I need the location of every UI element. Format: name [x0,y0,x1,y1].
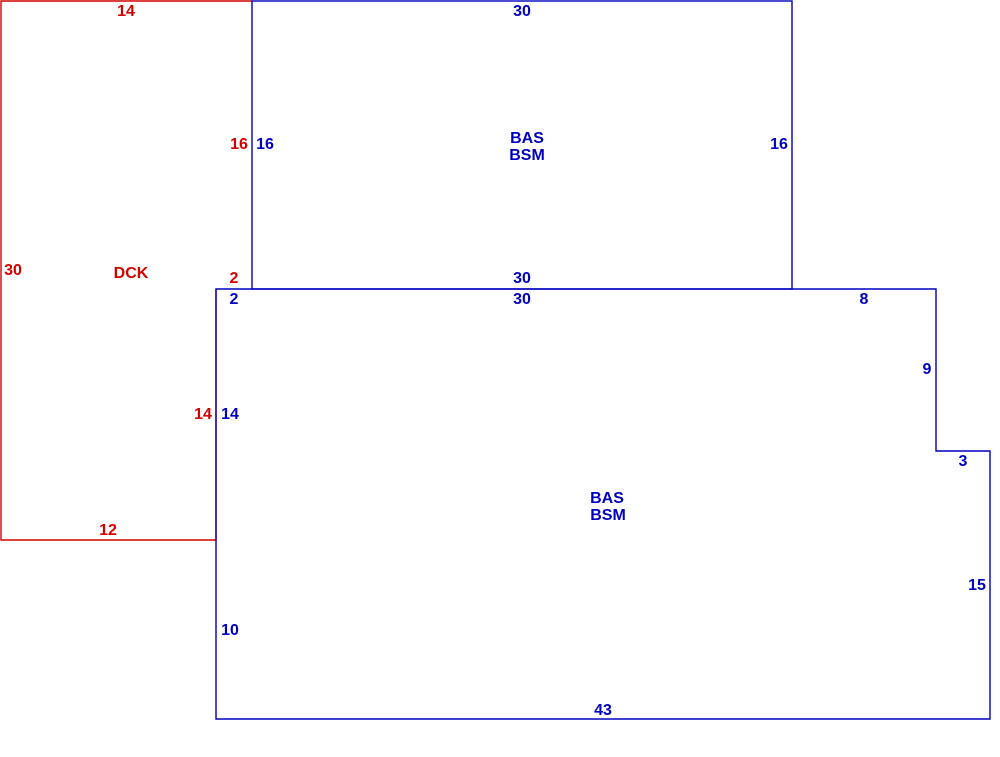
deck-dim-bottom: 12 [99,522,117,539]
lower-dim-left-lower: 10 [221,622,239,639]
upper-dim-top: 30 [513,3,531,20]
lower-section-outline [215,288,991,720]
lower-dim-left-upper: 14 [221,406,239,423]
lower-section-label-line1: BAS [590,490,624,507]
lower-dim-right: 15 [968,577,986,594]
upper-section-label-line2: BSM [509,147,545,164]
upper-dim-left: 16 [256,136,274,153]
upper-section-label-line1: BAS [510,130,544,147]
lower-dim-top-right: 8 [860,291,869,308]
lower-dim-top-left-step: 2 [230,291,239,308]
upper-dim-right: 16 [770,136,788,153]
lower-dim-notch-horizontal: 3 [959,453,968,470]
lower-section-label-line2: BSM [590,507,626,524]
lower-dim-notch-vertical: 9 [923,361,932,378]
lower-dim-top: 30 [513,291,531,308]
upper-dim-bottom: 30 [513,270,531,287]
deck-dim-right-lower: 14 [194,406,212,423]
lower-dim-bottom: 43 [594,702,612,719]
deck-dim-step: 2 [230,270,239,287]
deck-dim-top: 14 [117,3,135,20]
deck-label: DCK [114,265,149,282]
deck-dim-right-upper: 16 [230,136,248,153]
deck-dim-left: 30 [4,262,22,279]
